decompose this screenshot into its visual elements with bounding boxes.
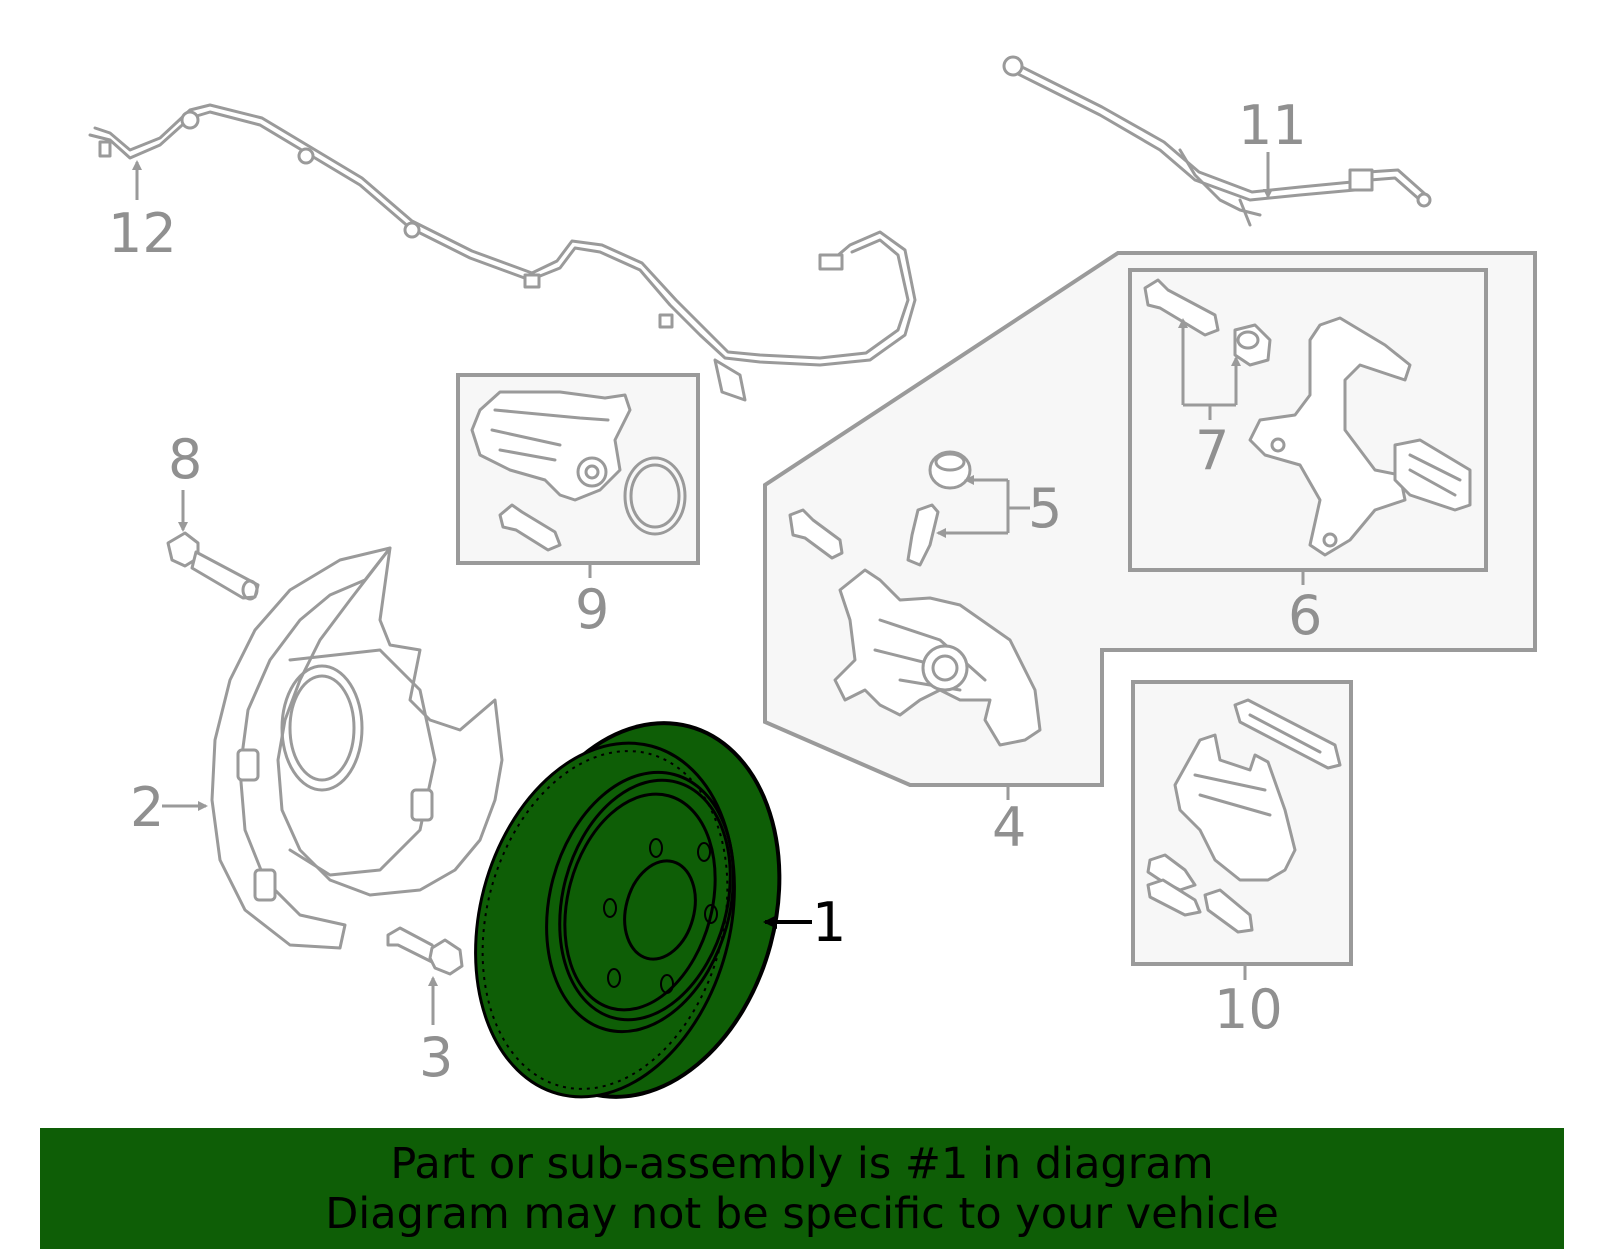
banner-line-2: Diagram may not be specific to your vehi… [325, 1188, 1279, 1239]
callout-4: 4 [992, 796, 1026, 859]
rotor-front-face [474, 741, 736, 1099]
callout-9: 9 [575, 578, 609, 641]
part-8-bolt [166, 531, 260, 601]
callout-1: 1 [812, 891, 846, 954]
callout-2: 2 [130, 776, 164, 839]
part-9-box [456, 373, 700, 565]
part-2-dust-shield [210, 546, 504, 950]
part-3-bolt [386, 926, 464, 976]
callout-5: 5 [1028, 477, 1062, 540]
callout-11: 11 [1238, 94, 1307, 157]
callout-labels: 1 2 3 4 5 6 7 8 9 10 11 12 [108, 94, 1322, 1089]
callout-8: 8 [168, 428, 202, 491]
leader-lines [132, 152, 1305, 1025]
banner-line-1: Part or sub-assembly is #1 in diagram [390, 1138, 1214, 1189]
rotor-hub-hole [623, 859, 697, 961]
part-1-brake-rotor [474, 721, 782, 1099]
part-10-box [1131, 680, 1353, 966]
callout-3: 3 [419, 1026, 453, 1089]
callout-10: 10 [1214, 978, 1283, 1041]
callout-6: 6 [1288, 584, 1322, 647]
callout-12: 12 [108, 202, 177, 265]
callout-7: 7 [1195, 419, 1229, 482]
part-6-box [1128, 268, 1488, 572]
part-11-wire [1002, 55, 1432, 227]
part-12-wire-harness [88, 103, 917, 402]
info-banner: Part or sub-assembly is #1 in diagram Di… [40, 1128, 1564, 1249]
